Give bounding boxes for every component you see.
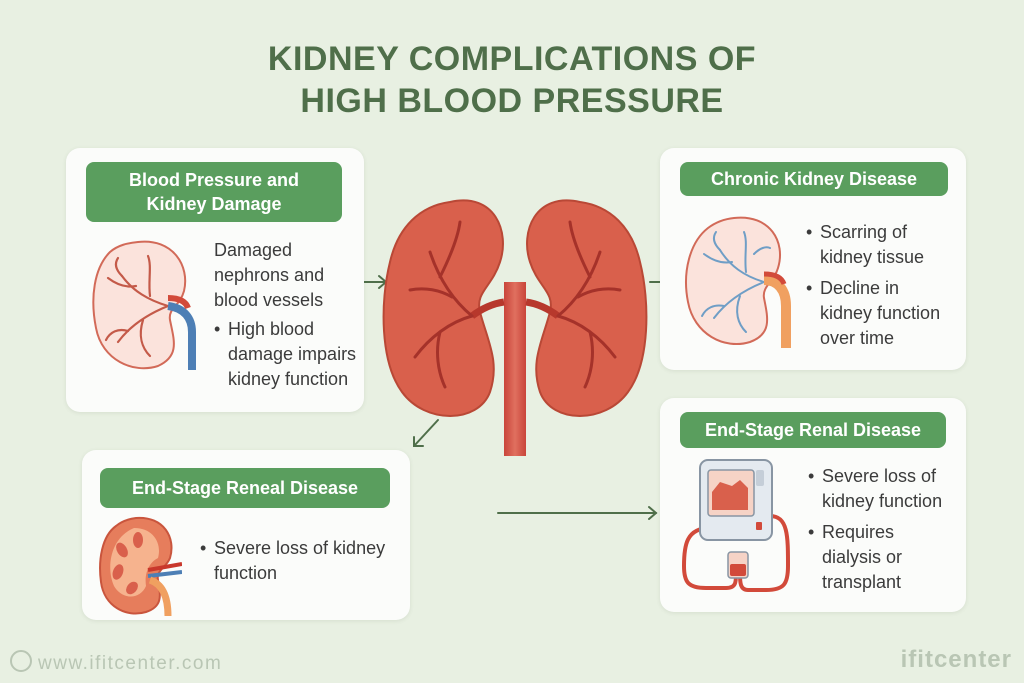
card-esrd-right: End-Stage Renal Disease Severe loss of k… (660, 398, 966, 612)
card-kidney-damage-heading: Blood Pressure and Kidney Damage (86, 162, 342, 222)
scarred-kidney-icon (685, 216, 791, 348)
card-chronic-kidney-disease: Chronic Kidney Disease Scarring of kidne… (660, 148, 966, 370)
card-ckd-text: Scarring of kidney tissue Decline in kid… (806, 220, 956, 351)
footer-brand: ifitcenter (900, 646, 1012, 673)
esrd-left-bullet-1: Severe loss of kidney function (200, 536, 400, 586)
esrd-right-bullet-2: Requires dialysis or transplant (808, 520, 958, 595)
card-esrd-right-text: Severe loss of kidney function Requires … (808, 464, 958, 595)
ckd-bullet-2: Decline in kidney function over time (806, 276, 956, 351)
card-ckd-heading: Chronic Kidney Disease (680, 162, 948, 196)
footer-logo-icon (10, 650, 32, 672)
arrow-to-esrd-right (497, 506, 658, 520)
card-kidney-damage: Blood Pressure and Kidney Damage Damaged… (66, 148, 364, 412)
title-line-2: HIGH BLOOD PRESSURE (300, 82, 724, 120)
damage-text-2: High blood damage impairs kidney functio… (214, 317, 360, 392)
kidneys-icon (382, 199, 648, 456)
heading-line-2: Kidney Damage (146, 194, 282, 214)
card-esrd-right-heading: End-Stage Renal Disease (680, 412, 946, 448)
dialysis-machine-icon (681, 459, 791, 592)
ckd-bullet-1: Scarring of kidney tissue (806, 220, 956, 270)
damage-text-1: Damaged nephrons and blood vessels (214, 240, 325, 310)
card-esrd-left: End-Stage Reneal Disease Severe loss of … (82, 450, 410, 620)
arrow-kidneys-to-esrd-left (413, 419, 439, 447)
damaged-kidney-icon (92, 240, 196, 370)
footer-url-text: www.ifitcenter.com (38, 653, 223, 674)
kidney-cross-section-icon (99, 516, 182, 616)
card-kidney-damage-text: Damaged nephrons and blood vessels High … (214, 238, 360, 392)
card-esrd-left-text: Severe loss of kidney function (200, 536, 400, 586)
card-esrd-left-heading: End-Stage Reneal Disease (100, 468, 390, 508)
title-line-1: KIDNEY COMPLICATIONS OF (267, 40, 757, 78)
footer-url: www.ifitcenter.com (10, 650, 222, 675)
heading-line-1: Blood Pressure and (128, 170, 300, 190)
page-title: KIDNEY COMPLICATIONS OF HIGH BLOOD PRESS… (0, 38, 1024, 122)
esrd-right-bullet-1: Severe loss of kidney function (808, 464, 958, 514)
